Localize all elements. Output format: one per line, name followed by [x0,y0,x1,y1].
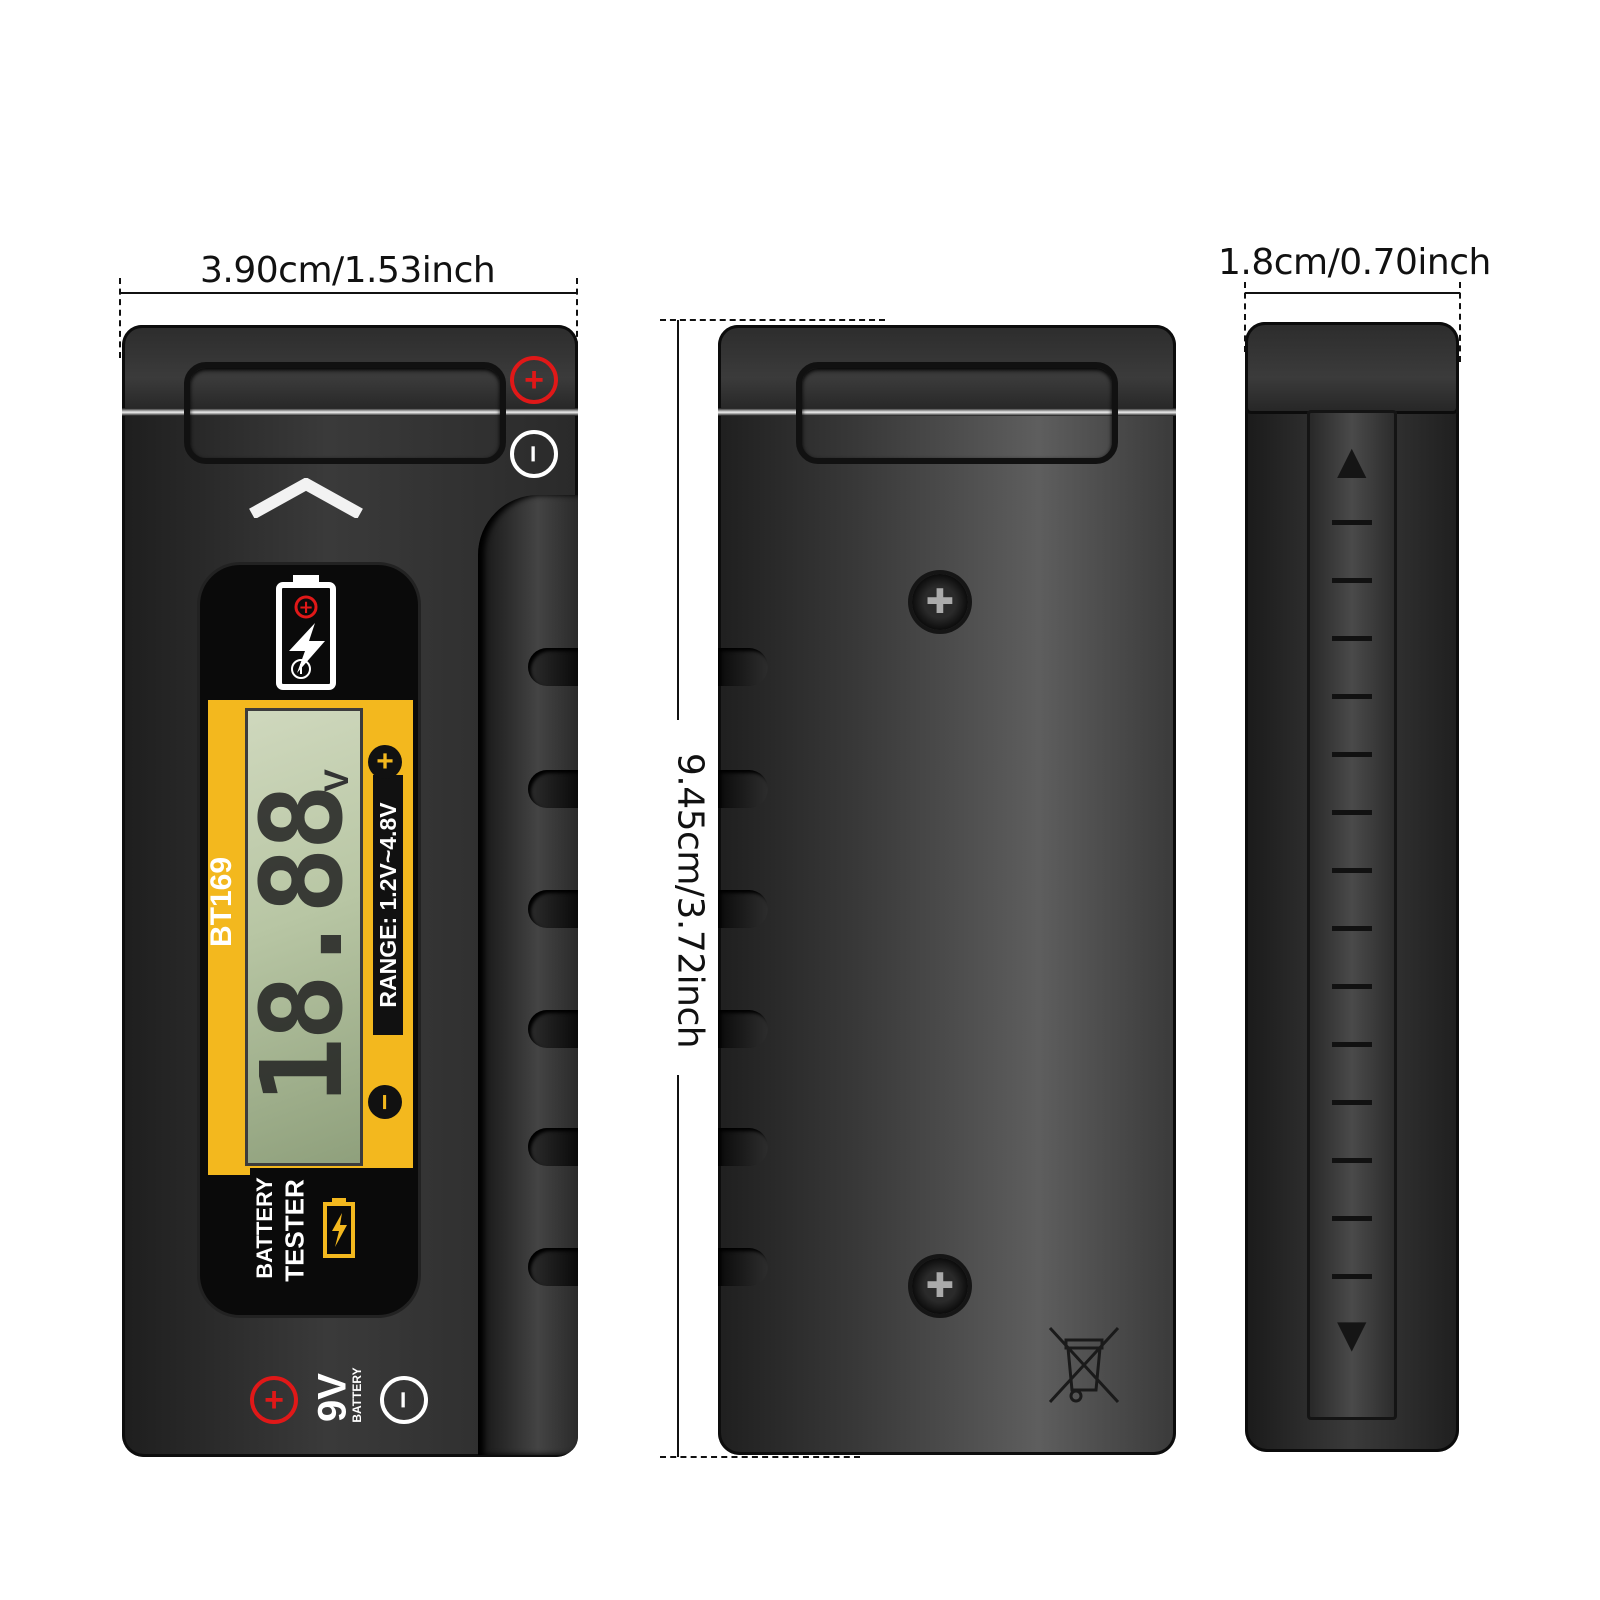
display-panel: + 18.88 V BT169 RANGE: 1.2V~4.8V + − BAT… [200,565,418,1315]
top-negative-terminal-icon: − [510,430,558,478]
range-label: RANGE: 1.2V~4.8V [373,775,403,1035]
back-top-seam [718,408,1176,416]
grip-notch [528,890,578,928]
grip-ridge [1332,1274,1372,1279]
height-dimension-line-top [677,320,679,720]
grip-notch [528,1128,578,1166]
width-dimension-label: 3.90cm/1.53inch [200,250,496,291]
range-negative-icon: − [368,1085,402,1119]
range-positive-icon: + [368,745,402,779]
back-grip-notch [718,890,768,928]
screw-top-icon: ✚ [912,574,968,630]
width-dimension-tick-right [576,278,578,358]
grip-ridge [1332,1042,1372,1047]
height-dimension-tick-bottom [660,1456,860,1458]
grip-ridge [1332,752,1372,757]
title-tester: TESTER [279,1179,310,1282]
nine-volt-sub-label: BATTERY [350,1367,364,1423]
height-dimension-tick-top [660,319,885,321]
back-grip-notch [718,648,768,686]
side-top-cap [1245,322,1459,414]
small-battery-icon [322,1197,356,1259]
screw-bottom-icon: ✚ [912,1258,968,1314]
grip-ridge [1332,694,1372,699]
back-grip-notch [718,1128,768,1166]
weee-crossed-bin-icon [1046,1324,1122,1406]
side-view-body: ▲ ▼ [1245,322,1459,1452]
depth-dimension-line [1245,292,1460,294]
lcd-unit: V [317,769,356,792]
back-grip-notch [718,1010,768,1048]
depth-dimension-tick-right [1459,282,1461,362]
front-top-seam [122,408,578,416]
up-arrow-icon: ▲ [1327,433,1377,489]
model-label: BT169 [205,856,238,948]
back-grip-notch [718,770,768,808]
back-grip-notch [718,1248,768,1286]
front-battery-slot [184,362,506,464]
bottom-negative-terminal-icon: − [380,1376,428,1424]
svg-text:+: + [298,597,313,618]
grip-ridge [1332,1158,1372,1163]
depth-dimension-label: 1.8cm/0.70inch [1218,242,1491,283]
top-positive-terminal-icon: + [510,356,558,404]
grip-ridge [1332,926,1372,931]
grip-notch [528,1248,578,1286]
charging-battery-icon: + [275,573,337,691]
grip-ridge [1332,810,1372,815]
depth-dimension-tick-left [1244,282,1246,352]
slide-cover[interactable]: ▲ ▼ [1307,410,1397,1420]
grip-ridge [1332,868,1372,873]
yellow-tab [208,975,250,1175]
lcd-reading: 18.88 [238,787,368,1105]
grip-notch [528,1010,578,1048]
front-side-rail [478,495,578,1455]
lcd-screen: 18.88 V [238,708,368,1166]
grip-ridge [1332,520,1372,525]
grip-ridge [1332,1100,1372,1105]
down-arrow-icon: ▼ [1327,1306,1377,1362]
height-dimension-line-bottom [677,1075,679,1457]
bottom-positive-terminal-icon: + [250,1376,298,1424]
grip-ridge [1332,636,1372,641]
slide-up-arrow-icon [248,477,364,520]
grip-notch [528,770,578,808]
back-battery-slot [796,362,1118,464]
grip-ridge [1332,578,1372,583]
grip-notch [528,648,578,686]
nine-volt-label: 9V [310,1373,355,1422]
grip-ridge [1332,984,1372,989]
width-dimension-line [120,292,578,294]
height-dimension-label: 9.45cm/3.72inch [669,752,711,1049]
width-dimension-tick-left [119,278,121,358]
grip-ridge [1332,1216,1372,1221]
title-battery: BATTERY [252,1177,277,1279]
